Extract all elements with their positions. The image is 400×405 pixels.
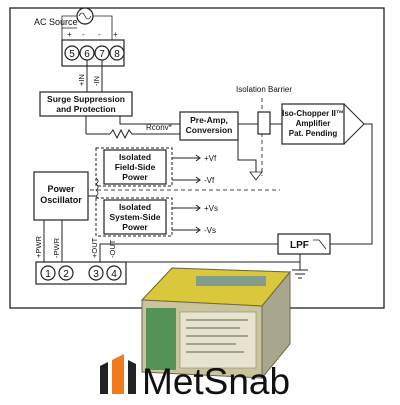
power-oscillator-box <box>33 171 89 221</box>
lowpass-curve-icon <box>313 239 327 250</box>
terminal-2 <box>58 265 74 281</box>
terminal-3 <box>88 265 104 281</box>
bottom-terminal-block <box>35 261 127 285</box>
bottom-terminal-list: 1 2 3 4 <box>40 265 122 281</box>
field-power-box <box>103 149 167 185</box>
terminal-label: 1 <box>45 269 51 280</box>
ac-source-label: AC Source <box>34 17 78 27</box>
terminal-1 <box>40 265 56 281</box>
terminal-label: 3 <box>93 269 99 280</box>
system-power-line: System-Side <box>109 212 160 222</box>
input-wires <box>86 60 103 92</box>
pin-label-minus-in: -IN <box>92 76 101 86</box>
system-power-line: Isolated <box>119 202 151 212</box>
terminal-8 <box>109 45 125 61</box>
pin-label-plus-pwr: +PWR <box>34 236 43 258</box>
isochopper-line: Pat. Pending <box>289 129 338 138</box>
sine-wave-icon <box>78 12 92 20</box>
brand-name: MetSnab <box>142 361 290 400</box>
surge-suppression-box <box>39 91 133 117</box>
field-power-line: Power <box>122 172 148 182</box>
system-power-line: Power <box>122 222 148 232</box>
system-power-box <box>103 199 167 235</box>
output-signal-wire <box>330 123 373 245</box>
terminal-sign: - <box>98 30 101 39</box>
preamp-box <box>179 111 239 141</box>
terminal-5 <box>64 45 80 61</box>
pin-label-minus-pwr: -PWR <box>52 237 61 258</box>
isochopper-line: Iso-Chopper II™ <box>282 109 344 118</box>
oscillator-line: Oscillator <box>40 195 82 205</box>
terminal-label: 6 <box>84 49 90 60</box>
surge-box-line: and Protection <box>56 104 116 114</box>
logo-mark-dark <box>100 362 108 394</box>
terminal-label: 5 <box>69 49 75 60</box>
isolation-transformer <box>257 111 271 135</box>
rail-minus-vf: -Vf <box>204 176 215 185</box>
rail-plus-vf: +Vf <box>204 154 217 163</box>
field-power-line: Isolated <box>119 152 151 162</box>
terminal-4 <box>106 265 122 281</box>
isolation-barrier-label: Isolation Barrier <box>236 85 292 94</box>
rconv-label: Rconv* <box>146 123 172 132</box>
terminal-label: 8 <box>114 49 120 60</box>
ground-icon <box>249 171 263 181</box>
din-module-photo <box>140 267 292 380</box>
rail-plus-vs: +Vs <box>204 204 218 213</box>
isochopper-box <box>281 103 345 145</box>
oscillator-line: Power <box>47 184 75 194</box>
isochopper-line: Amplifier <box>296 119 331 128</box>
pin-label-plus-in: +IN <box>77 74 86 86</box>
rail-minus-vs: -Vs <box>204 226 216 235</box>
preamp-line: Pre-Amp, <box>190 115 228 125</box>
pin-label-plus-out: +OUT <box>90 237 99 258</box>
output-ground-icon <box>292 269 308 279</box>
surge-box-line: Surge Suppression <box>47 94 125 104</box>
field-power-line: Field-Side <box>115 162 156 172</box>
terminal-label: 4 <box>111 269 117 280</box>
terminal-label: 7 <box>99 49 105 60</box>
rconv-resistor <box>109 128 180 140</box>
metsnab-logo: MetSnab <box>100 354 290 402</box>
terminal-sign: + <box>113 30 118 39</box>
terminal-sign: - <box>82 30 85 39</box>
logo-mark-orange <box>112 354 124 394</box>
pin-label-minus-out: -OUT <box>108 239 117 258</box>
preamp-line: Conversion <box>186 125 233 135</box>
top-terminal-list: 5 6 7 8 + - - + <box>64 30 125 61</box>
terminal-sign: + <box>67 30 72 39</box>
terminal-label: 2 <box>63 269 69 280</box>
lpf-label: LPF <box>290 240 309 251</box>
